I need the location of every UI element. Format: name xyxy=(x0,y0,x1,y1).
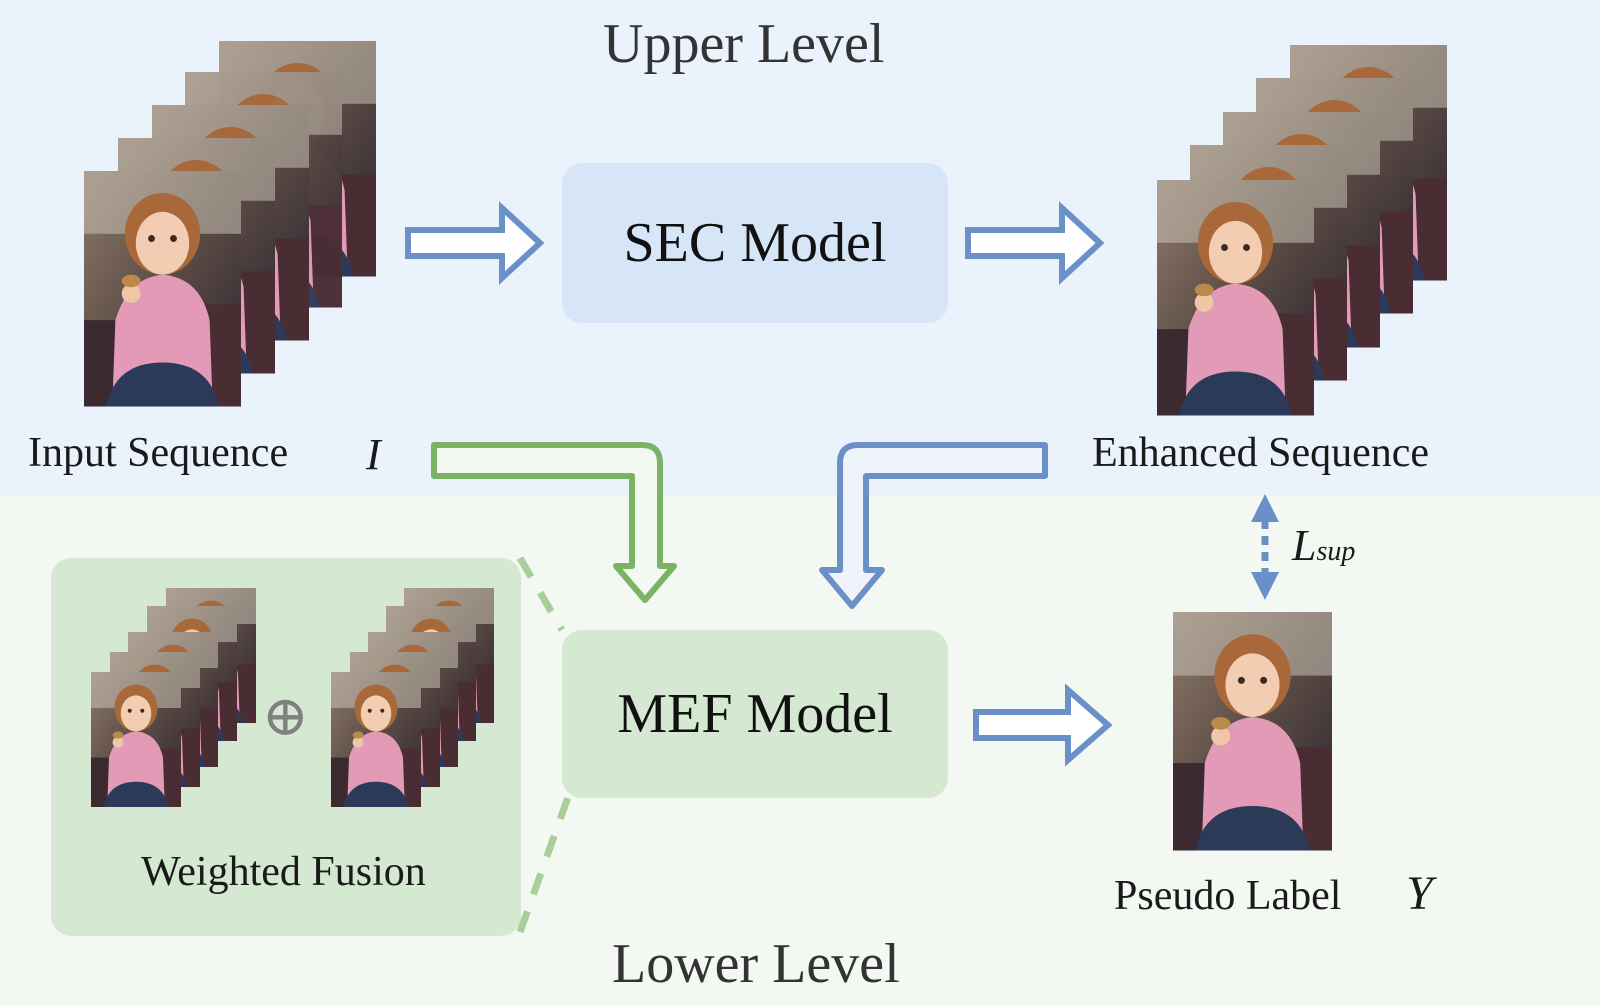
fusion-connector-top xyxy=(516,556,566,632)
pseudo-label-image xyxy=(1173,612,1332,851)
input-sequence-stack xyxy=(84,41,376,407)
pseudo-label-text: Pseudo Label xyxy=(1114,873,1342,919)
arrow-mef-to-pseudo-label xyxy=(973,683,1113,767)
fusion-connector-bottom xyxy=(516,784,576,934)
mef-model-box: MEF Model xyxy=(562,630,948,798)
pseudo-label-symbol: Y xyxy=(1406,867,1433,920)
weighted-sum-operator: ⊕ xyxy=(262,686,309,748)
arrow-enhanced-to-mef xyxy=(819,442,1048,609)
weighted-fusion-label: Weighted Fusion xyxy=(141,849,426,895)
loss-label: Lsup xyxy=(1292,520,1355,571)
loss-subscript: sup xyxy=(1316,536,1356,567)
sec-model-box: SEC Model xyxy=(562,163,948,323)
arrow-input-to-sec xyxy=(405,201,545,285)
fusion-left-stack xyxy=(91,588,256,807)
loss-symbol: L xyxy=(1292,521,1317,570)
upper-level-title: Upper Level xyxy=(603,13,885,75)
arrow-sec-to-enhanced xyxy=(965,201,1105,285)
enhanced-sequence-label: Enhanced Sequence xyxy=(1092,430,1430,476)
input-sequence-text: Input Sequence xyxy=(28,430,289,476)
loss-double-arrow xyxy=(1251,494,1279,600)
arrow-input-to-mef xyxy=(431,442,677,603)
lower-level-title: Lower Level xyxy=(612,933,900,995)
enhanced-sequence-stack xyxy=(1157,45,1447,416)
input-symbol: I xyxy=(366,430,381,479)
input-sequence-label: Input Sequence xyxy=(28,429,288,477)
fusion-right-stack xyxy=(331,588,494,807)
